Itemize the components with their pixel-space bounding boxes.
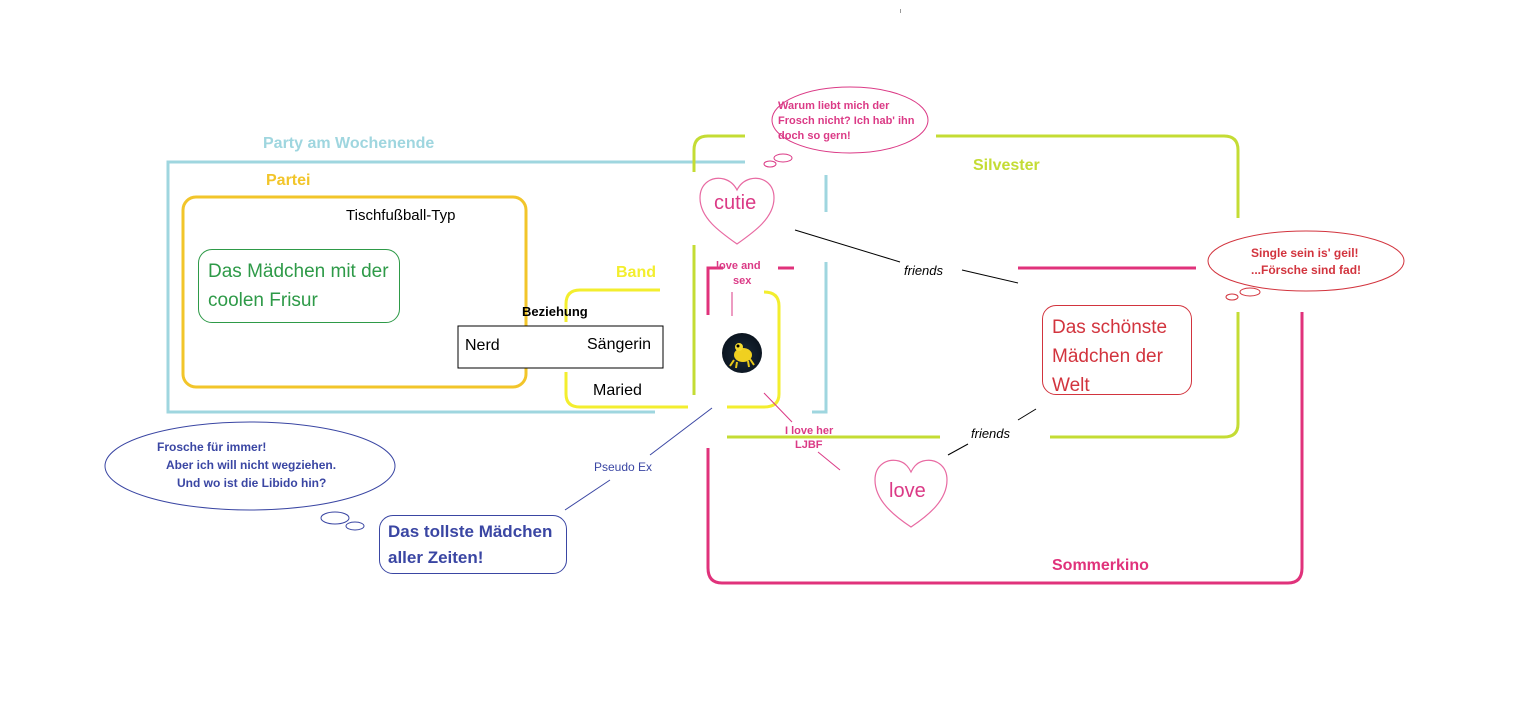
label-friends-bottom: friends bbox=[971, 426, 1011, 441]
thought-single-line1: Single sein is' geil! bbox=[1251, 246, 1359, 260]
heart-label-cutie: cutie bbox=[714, 192, 757, 214]
friends-connector-bottom-left bbox=[947, 443, 969, 456]
sommerkino-boundary bbox=[706, 266, 1304, 585]
person-maedchen-frisur: Das Mädchen mit der coolen Frisur bbox=[198, 249, 400, 323]
label-tischfussball: Tischfußball-Typ bbox=[346, 207, 456, 224]
thought-cloud-single bbox=[1207, 230, 1405, 301]
label-friends-top: friends bbox=[904, 263, 944, 278]
group-label-party: Party am Wochenende bbox=[263, 135, 435, 152]
label-pseudo-ex: Pseudo Ex bbox=[594, 460, 653, 474]
i-love-her-connector-top bbox=[763, 392, 793, 423]
person-tollste: Das tollste Mädchen aller Zeiten! bbox=[379, 515, 567, 574]
label-saengerin: Sängerin bbox=[587, 336, 652, 353]
pseudo-ex-connector-bottom bbox=[564, 479, 611, 511]
thought-frosche-line2: Aber ich will nicht wegziehen. bbox=[166, 458, 337, 472]
thought-cloud-frosche bbox=[104, 421, 396, 531]
thought-frosch-line3: doch so gern! bbox=[778, 130, 851, 142]
label-beziehung: Beziehung bbox=[522, 304, 588, 319]
party-boundary-right bbox=[812, 175, 828, 414]
thought-cloud-frosch bbox=[763, 86, 929, 168]
thought-frosch-line2: Frosch nicht? Ich hab' ihn bbox=[778, 115, 915, 127]
thought-frosche-line3: Und wo ist die Libido hin? bbox=[177, 476, 327, 490]
label-i-love-her-2: LJBF bbox=[795, 439, 823, 451]
person-schoenste: Das schönste Mädchen der Welt bbox=[1042, 305, 1192, 396]
pseudo-ex-connector-top bbox=[649, 407, 713, 456]
label-love-and-sex-1: love and bbox=[716, 260, 761, 272]
party-boundary bbox=[166, 160, 745, 414]
label-maried: Maried bbox=[593, 382, 642, 399]
group-label-band: Band bbox=[616, 264, 656, 281]
stray-mark bbox=[900, 9, 901, 13]
cutie-heart-icon bbox=[699, 177, 775, 245]
friends-connector-top-left bbox=[794, 229, 901, 263]
thought-frosch-line1: Warum liebt mich der bbox=[778, 100, 890, 112]
i-love-her-connector-bottom bbox=[817, 451, 841, 471]
label-love-and-sex-2: sex bbox=[733, 275, 752, 287]
thought-frosche-line1: Frosche für immer! bbox=[157, 440, 267, 454]
friends-connector-bottom-right bbox=[1017, 408, 1037, 421]
beziehung-box bbox=[457, 325, 664, 369]
band-boundary-right bbox=[727, 290, 781, 409]
friends-connector-top-right bbox=[961, 269, 1019, 284]
label-nerd: Nerd bbox=[465, 337, 500, 354]
heart-label-love: love bbox=[889, 480, 926, 502]
group-label-sommerkino: Sommerkino bbox=[1052, 557, 1149, 574]
group-label-silvester: Silvester bbox=[973, 157, 1040, 174]
silvester-boundary-left bbox=[692, 134, 745, 395]
label-i-love-her-1: I love her bbox=[785, 425, 834, 437]
frog-avatar-icon bbox=[722, 333, 762, 373]
thought-single-line2: ...Försche sind fad! bbox=[1251, 263, 1362, 277]
love-heart-icon bbox=[874, 459, 948, 528]
band-boundary bbox=[564, 288, 688, 409]
partei-boundary bbox=[181, 195, 528, 389]
group-label-partei: Partei bbox=[266, 172, 311, 189]
silvester-boundary bbox=[727, 134, 1240, 439]
